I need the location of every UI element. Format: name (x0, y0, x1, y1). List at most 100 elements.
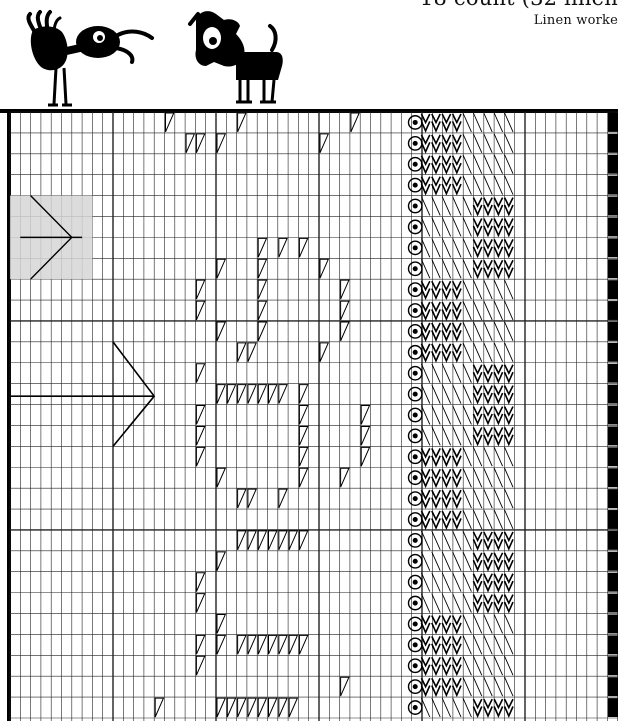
triangle-stitch (289, 531, 297, 550)
hatch-stitch (432, 364, 440, 383)
chevron-stitch (494, 239, 502, 256)
chevron-stitch (453, 177, 461, 194)
bullseye-center (413, 705, 418, 710)
bullseye-center (413, 245, 418, 250)
solid-block-stitch (608, 552, 618, 571)
triangle-stitch (217, 322, 225, 341)
chevron-stitch (432, 156, 440, 173)
hatch-stitch (463, 677, 471, 696)
triangle-stitch (238, 698, 246, 717)
solid-block-stitch (608, 217, 618, 236)
chevron-stitch (442, 678, 450, 695)
chevron-stitch (453, 281, 461, 298)
triangle-stitch (227, 698, 235, 717)
hatch-stitch (463, 635, 471, 654)
chevron-stitch (494, 198, 502, 215)
triangle-stitch (217, 259, 225, 278)
triangle-stitch (217, 468, 225, 487)
hatch-stitch (494, 176, 502, 195)
chevron-stitch (473, 218, 481, 235)
chevron-stitch (505, 365, 513, 382)
triangle-stitch (299, 531, 307, 550)
bullseye-center (413, 141, 418, 146)
triangle-stitch (258, 322, 266, 341)
hatch-stitch (463, 197, 471, 216)
hatch-stitch (463, 426, 471, 445)
hatch-stitch (463, 113, 471, 132)
chevron-stitch (453, 135, 461, 152)
hatch-stitch (494, 447, 502, 466)
hatch-stitch (473, 113, 481, 132)
bird-illustration (28, 12, 152, 105)
chevron-stitch (484, 260, 492, 277)
chevron-stitch (484, 553, 492, 570)
hatch-stitch (505, 468, 513, 487)
hatch-stitch (473, 280, 481, 299)
chevron-stitch (494, 574, 502, 591)
triangle-stitch (238, 385, 246, 404)
hatch-stitch (453, 594, 461, 613)
hatch-stitch (484, 635, 492, 654)
hatch-stitch (473, 447, 481, 466)
hatch-stitch (463, 489, 471, 508)
chevron-stitch (442, 344, 450, 361)
hatch-stitch (453, 197, 461, 216)
triangle-stitch (248, 635, 256, 654)
triangle-stitch (248, 531, 256, 550)
chevron-stitch (442, 636, 450, 653)
hatch-stitch (473, 301, 481, 320)
stitch-grid (0, 109, 618, 721)
hatch-stitch (494, 510, 502, 529)
chevron-stitch (453, 511, 461, 528)
hatch-stitch (442, 238, 450, 257)
hatch-stitch (442, 698, 450, 717)
triangle-stitch (320, 343, 328, 362)
triangle-stitch (258, 531, 266, 550)
hatch-stitch (453, 531, 461, 550)
chevron-stitch (432, 490, 440, 507)
chevron-stitch (505, 239, 513, 256)
chevron-stitch (473, 386, 481, 403)
hatch-stitch (484, 656, 492, 675)
triangle-stitch (279, 698, 287, 717)
hatch-stitch (505, 280, 513, 299)
triangle-stitch (186, 134, 194, 153)
solid-block-stitch (608, 343, 618, 362)
triangle-stitch (289, 635, 297, 654)
hatch-stitch (432, 217, 440, 236)
solid-block-stitch (608, 301, 618, 320)
hatch-stitch (505, 447, 513, 466)
solid-block-stitch (608, 385, 618, 404)
hatch-stitch (442, 197, 450, 216)
chevron-stitch (442, 177, 450, 194)
hatch-stitch (484, 113, 492, 132)
chevron-stitch (505, 574, 513, 591)
hatch-stitch (473, 615, 481, 634)
triangle-stitch (361, 406, 369, 425)
chevron-stitch (432, 511, 440, 528)
hatch-stitch (505, 615, 513, 634)
hatch-stitch (494, 468, 502, 487)
hatch-stitch (463, 155, 471, 174)
triangle-stitch (196, 447, 204, 466)
solid-block-stitch (608, 176, 618, 195)
triangle-stitch (196, 406, 204, 425)
chevron-stitch (432, 114, 440, 131)
triangle-stitch (196, 656, 204, 675)
chevron-stitch (505, 553, 513, 570)
triangle-stitch (341, 322, 349, 341)
chevron-stitch (473, 198, 481, 215)
bullseye-center (413, 183, 418, 188)
triangle-stitch (196, 134, 204, 153)
chevron-stitch (494, 699, 502, 716)
hatch-stitch (442, 573, 450, 592)
chevron-stitch (505, 218, 513, 235)
hatch-stitch (494, 322, 502, 341)
hatch-stitch (505, 656, 513, 675)
chevron-stitch (505, 595, 513, 612)
chevron-stitch (473, 260, 481, 277)
hatch-stitch (494, 134, 502, 153)
hatch-stitch (505, 343, 513, 362)
hatch-stitch (432, 426, 440, 445)
